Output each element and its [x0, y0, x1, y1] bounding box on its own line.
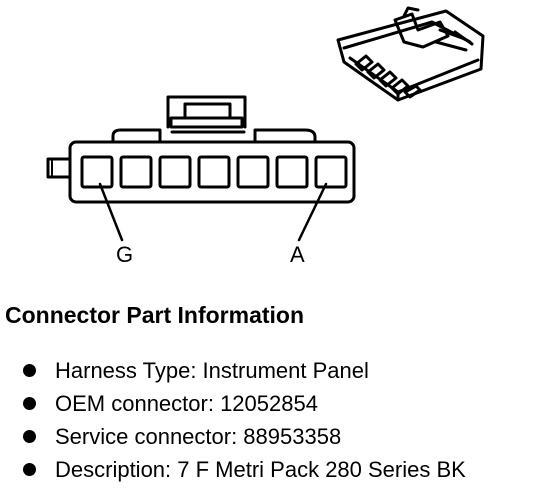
- list-item-service-connector: Service connector: 88953358: [0, 420, 466, 453]
- list-item-text: Description: 7 F Metri Pack 280 Series B…: [55, 457, 466, 482]
- pin-cavity-e: [158, 155, 192, 189]
- leader-line-g: [98, 182, 124, 242]
- leader-line-a: [297, 182, 328, 242]
- section-title: Connector Part Information: [5, 302, 305, 328]
- pin-cavity-a: [314, 155, 348, 189]
- bullet-icon: [23, 430, 36, 443]
- list-item-oem-connector: OEM connector: 12052854: [0, 387, 466, 420]
- connector-diagram: [46, 6, 485, 242]
- pin-cavity-g: [80, 155, 114, 189]
- info-list: Harness Type: Instrument Panel OEM conne…: [0, 354, 466, 486]
- list-item-text: Service connector: 88953358: [55, 424, 342, 449]
- list-item-text: OEM connector: 12052854: [55, 391, 318, 416]
- list-item-harness-type: Harness Type: Instrument Panel: [0, 354, 466, 387]
- pin-cavity-c: [236, 155, 270, 189]
- bullet-icon: [23, 364, 36, 377]
- pin-cavity-f: [119, 155, 153, 189]
- pin-label-a: A: [290, 242, 305, 267]
- bullet-icon: [23, 397, 36, 410]
- bullet-icon: [23, 463, 36, 476]
- connector-3d-view: [336, 6, 485, 102]
- pin-label-g: G: [116, 242, 134, 267]
- pin-cavity-d: [197, 155, 231, 189]
- list-item-text: Harness Type: Instrument Panel: [55, 358, 369, 383]
- list-item-description: Description: 7 F Metri Pack 280 Series B…: [0, 453, 466, 486]
- pin-cavity-b: [275, 155, 309, 189]
- connector-face-view: [46, 95, 356, 204]
- pin-cavities: [80, 155, 348, 189]
